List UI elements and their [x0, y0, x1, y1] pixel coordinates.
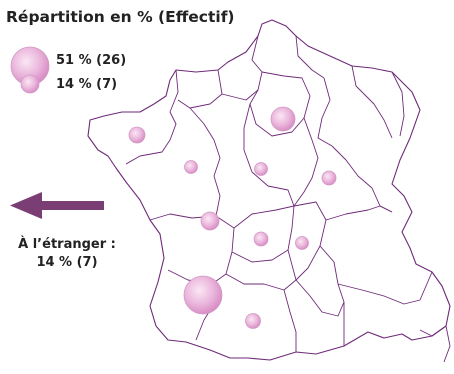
- bubble-poitou-charentes: [200, 211, 220, 231]
- legend-small-bubble: [20, 74, 40, 94]
- bubble-centre: [254, 162, 268, 176]
- bubble-ile-de-france: [270, 106, 296, 132]
- abroad-arrow: [10, 192, 104, 219]
- bubble-limousin: [253, 231, 269, 247]
- map-title: Répartition en % (Effectif): [6, 8, 235, 26]
- region-bubbles: [128, 106, 337, 329]
- abroad-value: 14 % (7): [36, 255, 98, 271]
- bubble-bourgogne: [321, 170, 337, 186]
- bubble-midi-pyrenees: [245, 313, 261, 329]
- abroad-annotation: À l’étranger : 14 % (7): [0, 236, 134, 272]
- region-borders: [125, 35, 451, 363]
- bubble-bretagne: [128, 126, 146, 144]
- legend-bubbles: [10, 46, 50, 94]
- france-outline: [87, 19, 451, 361]
- legend-small-label: 14 % (7): [56, 77, 118, 92]
- legend-large-label: 51 % (26): [56, 53, 127, 68]
- abroad-label: À l’étranger :: [18, 237, 116, 252]
- bubble-aquitaine: [183, 275, 223, 315]
- bubble-pays-de-la-loire: [184, 160, 198, 174]
- bubble-auvergne: [295, 236, 309, 250]
